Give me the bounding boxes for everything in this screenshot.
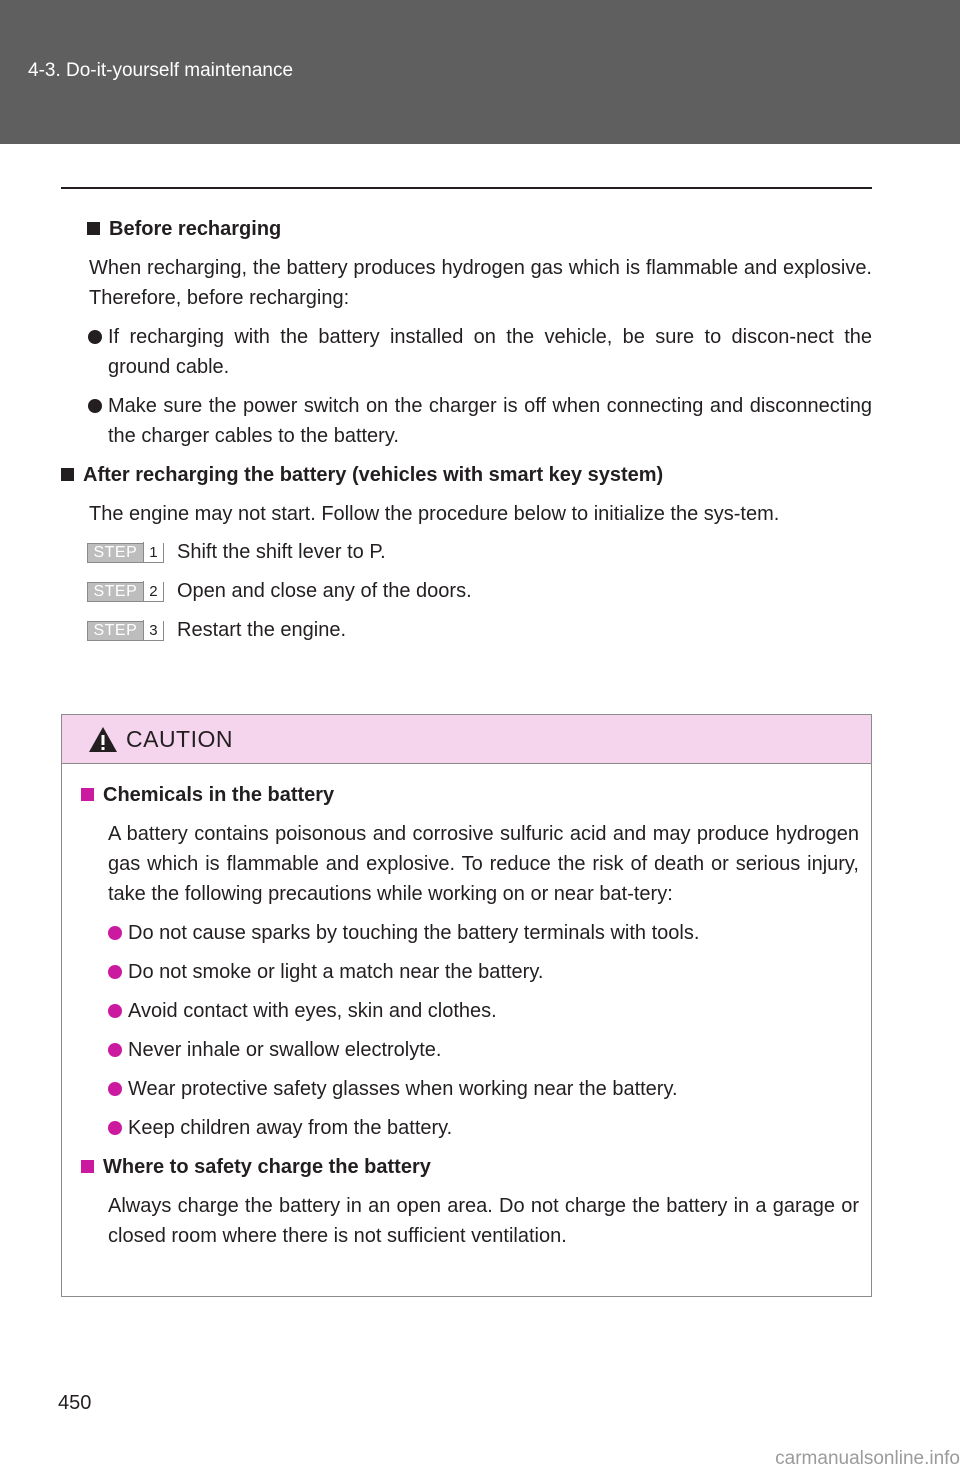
- caution-heading-chemicals: Chemicals in the battery: [81, 780, 859, 810]
- list-item-text: Wear protective safety glasses when work…: [128, 1078, 678, 1100]
- caution-box: CAUTION Chemicals in the battery A batte…: [61, 714, 872, 1297]
- round-bullet-icon: [108, 1004, 122, 1018]
- round-bullet-icon: [108, 965, 122, 979]
- step-text: Open and close any of the doors.: [177, 580, 472, 602]
- step-text: Restart the engine.: [177, 619, 346, 641]
- heading-text: Where to safety charge the battery: [103, 1156, 431, 1178]
- list-item-text: Do not smoke or light a match near the b…: [128, 961, 544, 983]
- section-title: 4-3. Do-it-yourself maintenance: [28, 60, 294, 81]
- square-bullet-icon: [81, 1160, 94, 1173]
- heading-text: After recharging the battery (vehicles w…: [83, 464, 664, 486]
- main-content: Before recharging When recharging, the b…: [61, 214, 872, 650]
- list-item-text: Keep children away from the battery.: [128, 1117, 453, 1139]
- list-item: Wear protective safety glasses when work…: [108, 1074, 859, 1104]
- square-bullet-icon: [81, 788, 94, 801]
- caution-heading-where-to-charge: Where to safety charge the battery: [81, 1152, 859, 1182]
- list-item-text: Make sure the power switch on the charge…: [108, 395, 872, 447]
- list-item-text: Do not cause sparks by touching the batt…: [128, 922, 700, 944]
- watermark: carmanualsonline.info: [775, 1448, 960, 1469]
- list-item: If recharging with the battery installed…: [88, 322, 872, 382]
- list-item-text: Avoid contact with eyes, skin and clothe…: [128, 1000, 497, 1022]
- list-item: Do not smoke or light a match near the b…: [108, 957, 859, 987]
- step-text: Shift the shift lever to P.: [177, 541, 386, 563]
- square-bullet-icon: [87, 222, 100, 235]
- step-badge: STEP 3: [87, 620, 164, 641]
- round-bullet-icon: [108, 926, 122, 940]
- step-badge: STEP 1: [87, 542, 164, 563]
- round-bullet-icon: [108, 1082, 122, 1096]
- round-bullet-icon: [88, 330, 102, 344]
- list-item-text: If recharging with the battery installed…: [108, 326, 872, 378]
- caution-header: CAUTION: [62, 715, 871, 764]
- list-item: Never inhale or swallow electrolyte.: [108, 1035, 859, 1065]
- page-number: 450: [58, 1392, 92, 1414]
- list-item-text: Never inhale or swallow electrolyte.: [128, 1039, 442, 1061]
- round-bullet-icon: [108, 1043, 122, 1057]
- list-item: Avoid contact with eyes, skin and clothe…: [108, 996, 859, 1026]
- caution-paragraph: Always charge the battery in an open are…: [108, 1195, 859, 1247]
- round-bullet-icon: [88, 399, 102, 413]
- warning-triangle-icon: [89, 726, 117, 752]
- list-item: Keep children away from the battery.: [108, 1113, 859, 1143]
- page-header: 4-3. Do-it-yourself maintenance: [0, 0, 960, 144]
- heading-text: Chemicals in the battery: [103, 784, 335, 806]
- section-heading-after-recharging: After recharging the battery (vehicles w…: [61, 460, 872, 490]
- heading-text: Before recharging: [109, 218, 282, 240]
- list-item: Do not cause sparks by touching the batt…: [108, 918, 859, 948]
- caution-body: Chemicals in the battery A battery conta…: [62, 764, 871, 1251]
- section-heading-before-recharging: Before recharging: [87, 214, 872, 244]
- square-bullet-icon: [61, 468, 74, 481]
- round-bullet-icon: [108, 1121, 122, 1135]
- top-rule: [61, 187, 872, 189]
- step-row: STEP 1 Shift the shift lever to P.: [61, 533, 872, 572]
- step-row: STEP 3 Restart the engine.: [61, 611, 872, 650]
- section-paragraph: When recharging, the battery produces hy…: [89, 257, 872, 309]
- step-badge: STEP 2: [87, 581, 164, 602]
- section-paragraph: The engine may not start. Follow the pro…: [89, 503, 780, 525]
- caution-paragraph: A battery contains poisonous and corrosi…: [108, 823, 859, 905]
- caution-title: CAUTION: [126, 725, 233, 752]
- step-row: STEP 2 Open and close any of the doors.: [61, 572, 872, 611]
- list-item: Make sure the power switch on the charge…: [88, 391, 872, 451]
